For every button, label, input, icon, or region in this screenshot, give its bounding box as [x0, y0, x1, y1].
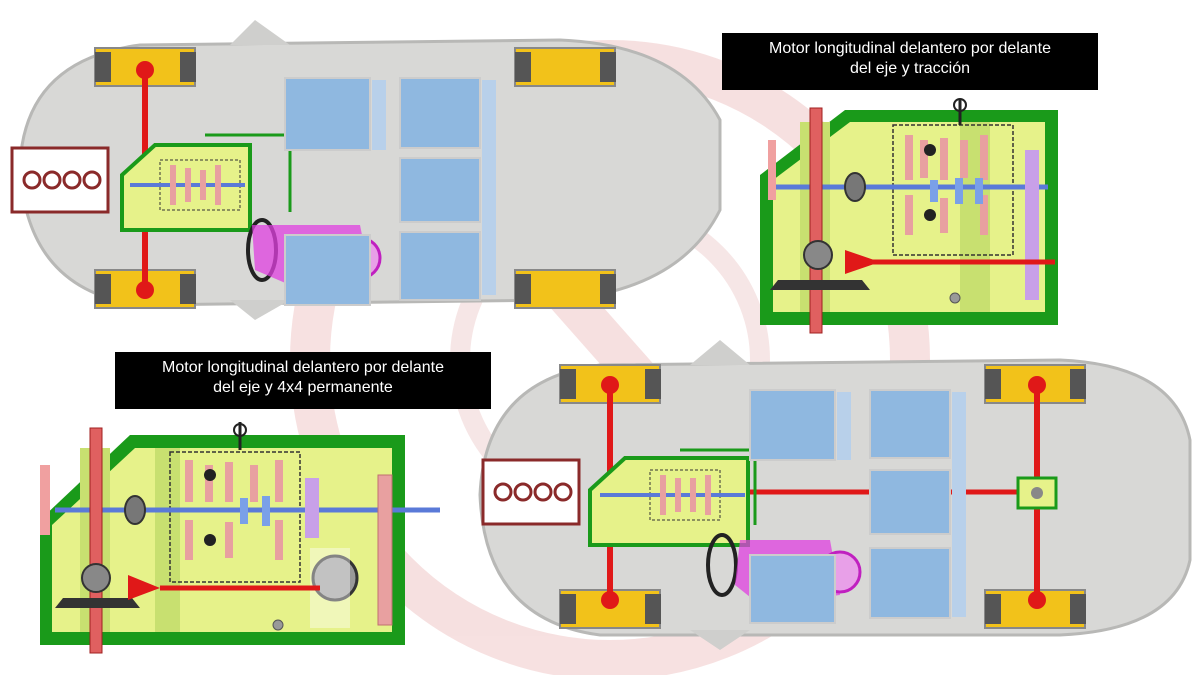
wheel-icon [514, 269, 616, 309]
gear-icon [844, 135, 988, 235]
gearbox-4x4-small [588, 448, 757, 547]
differential-icon [55, 548, 359, 628]
wheel-icon [94, 47, 196, 87]
lever-icon [953, 98, 967, 125]
car-bottom-4x4 [478, 340, 1192, 650]
differential-icon [770, 240, 880, 290]
engine-cylinders-icon [481, 458, 581, 526]
wheel-icon [514, 47, 616, 87]
caption-line: del eje y tracción [849, 60, 971, 77]
differential-icon [1016, 476, 1058, 510]
caption-fwd-traction: Motor longitudinal delantero por delante… [722, 33, 1098, 90]
seat-icon [749, 389, 966, 624]
caption-line: Motor longitudinal delantero por delante [769, 40, 1051, 57]
caption-permanent-4x4: Motor longitudinal delantero por delante… [115, 352, 491, 409]
detail-4x4-gearbox [40, 422, 440, 654]
car-top-fwd [10, 20, 722, 320]
caption-line: Motor longitudinal delantero por delante [162, 359, 444, 376]
seat-icon [284, 77, 496, 306]
engine-cylinders-icon [10, 146, 110, 214]
detail-fwd-gearbox [760, 98, 1058, 334]
caption-line: del eje y 4x4 permanente [213, 379, 393, 396]
lever-icon [233, 422, 247, 450]
gear-icon [124, 460, 283, 560]
car-body [18, 38, 722, 307]
gearbox-fwd-small [120, 133, 292, 232]
